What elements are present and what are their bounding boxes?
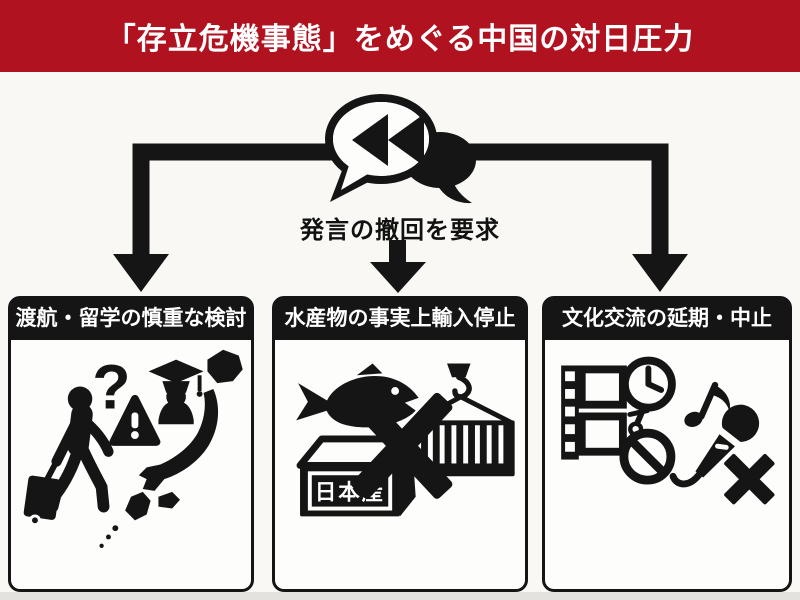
question-mark-icon: ? [92, 353, 130, 423]
walking-traveler-with-suitcase-icon [23, 386, 114, 527]
branch-box-culture: 文化交流の延期・中止 [542, 296, 792, 592]
branch-box-travel: 渡航・留学の慎重な検討 [8, 296, 254, 592]
page-title: 「存立危機事態」をめぐる中国の対日圧力 [105, 23, 695, 56]
japan-map-icon [99, 349, 243, 548]
seafood-illustration: 日本産 [296, 363, 515, 517]
branch-label-culture: 文化交流の延期・中止 [545, 299, 789, 340]
travel-illustration: ? [23, 349, 243, 548]
branch-box-seafood: 水産物の事実上輸入停止 日本産 [272, 296, 528, 592]
rewind-icon [352, 114, 424, 166]
arrow-right-branch [425, 143, 688, 292]
fish-icon [296, 363, 419, 428]
title-banner: 「存立危機事態」をめぐる中国の対日圧力 [0, 0, 800, 72]
bubble-caption: 発言の撤回を要求 [300, 217, 500, 244]
warning-triangle-icon [109, 394, 161, 446]
microphone-icon [669, 404, 760, 488]
branch-label-travel: 渡航・留学の慎重な検討 [11, 299, 251, 340]
arrow-middle-branch [370, 240, 426, 293]
small-x-icon [724, 453, 775, 505]
big-x-icon [351, 392, 453, 499]
graduate-student-icon [148, 359, 204, 425]
arrow-left-branch [113, 143, 345, 292]
prohibition-sign-icon [619, 428, 676, 485]
clock-icon [620, 356, 676, 437]
culture-illustration [561, 356, 775, 505]
branch-label-seafood: 水産物の事実上輸入停止 [275, 299, 525, 340]
music-note-icon [684, 381, 731, 427]
film-strip-icon [561, 365, 627, 460]
footer-strip [0, 592, 800, 600]
speech-bubbles-rewind-icon [325, 94, 476, 204]
